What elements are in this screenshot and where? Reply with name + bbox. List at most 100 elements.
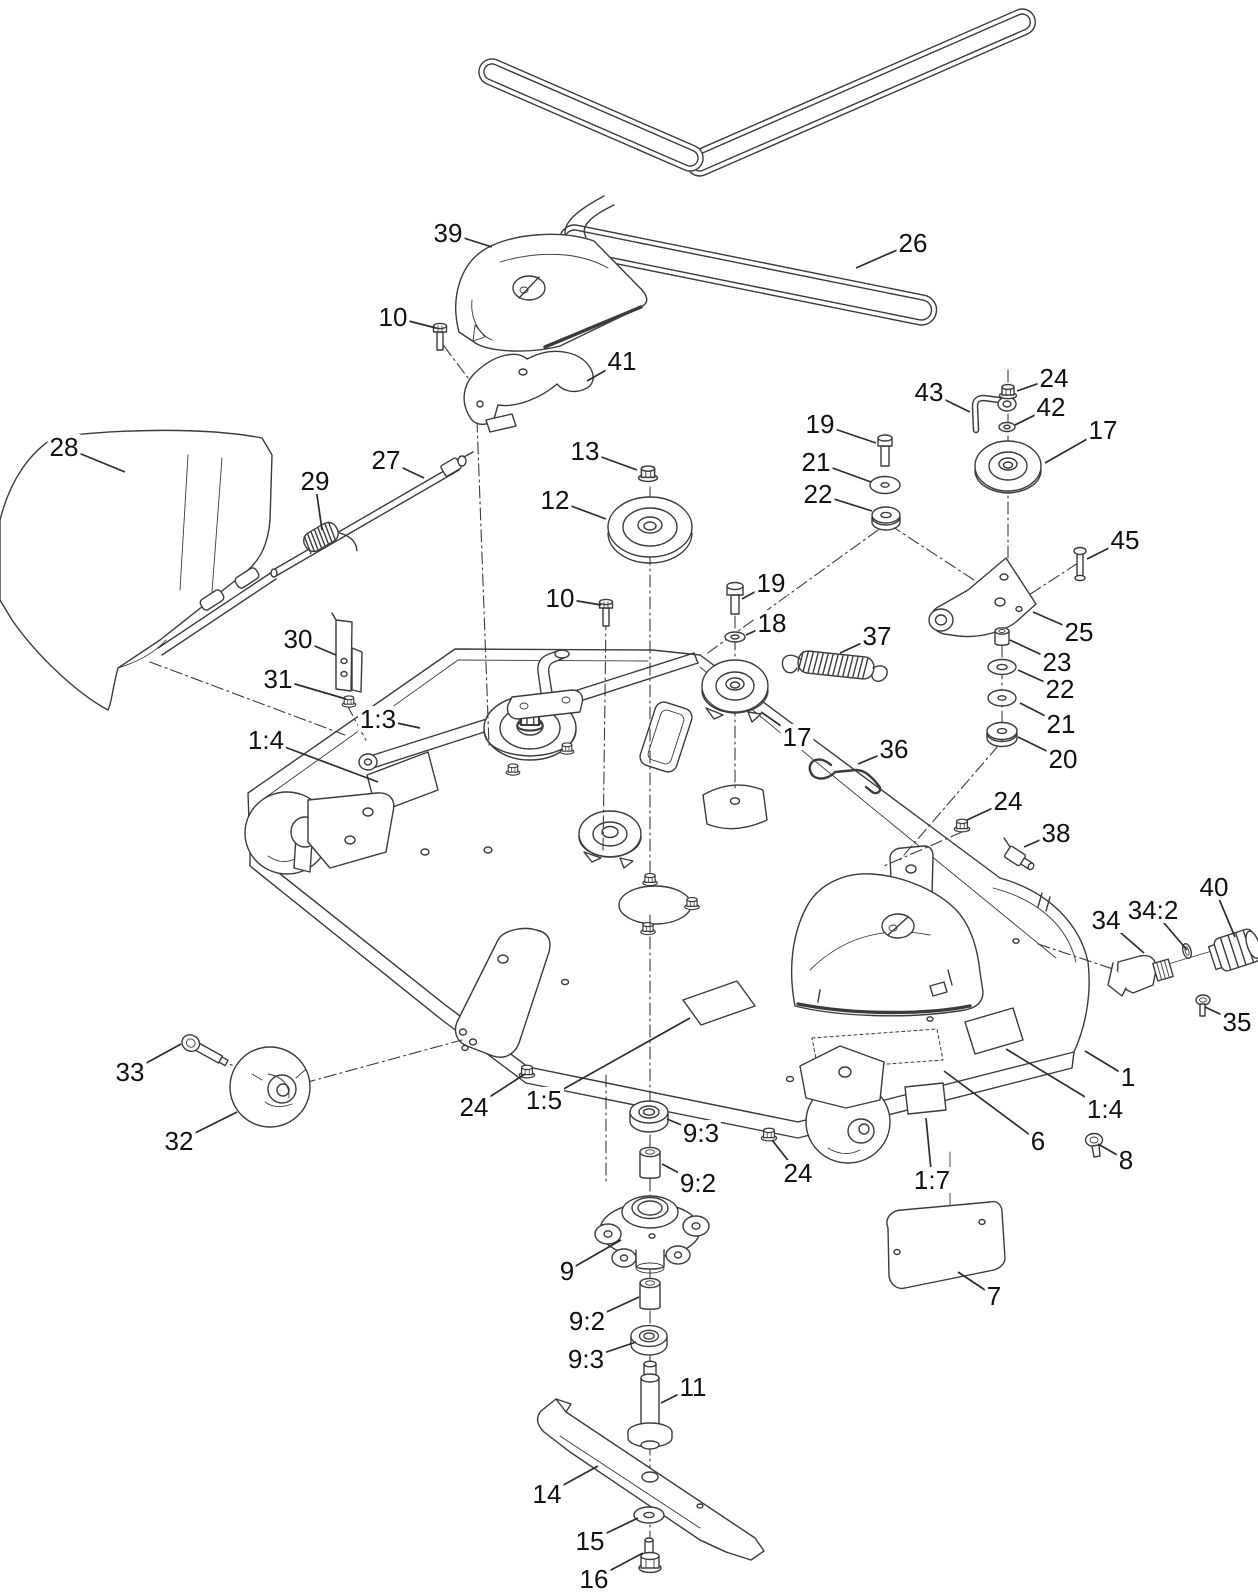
- belt-shield-7: [886, 1200, 1006, 1290]
- callout-label-28: 28: [47, 432, 81, 462]
- drive-belt: [478, 8, 1036, 326]
- deck-spindle-vent-tube: [506, 649, 584, 720]
- z-hook-43: [971, 394, 1017, 434]
- washer-15: [633, 1506, 665, 1524]
- callout-label-17: 17: [1086, 415, 1120, 445]
- callout-label-9: 9: [557, 1256, 577, 1286]
- chute-rod-27: [270, 451, 474, 578]
- callout-label-40: 40: [1197, 872, 1231, 902]
- callout-label-19: 19: [803, 409, 837, 439]
- leader-line-1-5: [543, 1017, 691, 1101]
- axle-bolt-33: [181, 1034, 229, 1067]
- washer-42: [998, 421, 1016, 433]
- shoulder-bolt-45: [1073, 546, 1087, 582]
- toro-logo-icon: [881, 913, 915, 939]
- idler-pulley-17-right: [974, 440, 1042, 494]
- callout-label-19: 19: [754, 568, 788, 598]
- callout-label-29: 29: [298, 466, 332, 496]
- callout-label-9-3: 9:3: [680, 1118, 722, 1148]
- washer-20: [986, 721, 1018, 748]
- callout-label-43: 43: [912, 377, 946, 407]
- belt-guide-bracket-30: [331, 612, 363, 693]
- pulley-12: [607, 496, 693, 564]
- callout-label-12: 12: [538, 485, 572, 515]
- extension-spring-37: [781, 650, 888, 682]
- callout-label-25: 25: [1062, 617, 1096, 647]
- callout-label-24: 24: [457, 1092, 491, 1122]
- saddle-bracket: [702, 784, 768, 830]
- torsion-spring-29: [303, 521, 358, 555]
- callout-label-20: 20: [1046, 744, 1080, 774]
- rear-wheel-assembly: [799, 1045, 891, 1164]
- callout-label-31: 31: [261, 664, 295, 694]
- callout-label-33: 33: [113, 1057, 147, 1087]
- blade-bolt-16: [638, 1537, 662, 1574]
- callout-label-24: 24: [991, 786, 1025, 816]
- callout-label-6: 6: [1028, 1126, 1048, 1156]
- caster-assembly-left: [244, 791, 395, 875]
- callout-label-23: 23: [1040, 647, 1074, 677]
- callout-label-42: 42: [1034, 392, 1068, 422]
- belt-cover: [455, 233, 648, 352]
- washer-21-lower: [987, 689, 1017, 707]
- decal-1-5: [682, 980, 756, 1026]
- blade-shaft-11: [627, 1360, 673, 1450]
- caster-wheel-32: [229, 1046, 311, 1128]
- bolt-19-right: [877, 434, 893, 467]
- callout-label-9-2: 9:2: [566, 1306, 608, 1336]
- callout-label-8: 8: [1116, 1145, 1136, 1175]
- callout-label-34: 34: [1089, 905, 1123, 935]
- idler-arm-bracket-41: [463, 350, 594, 433]
- leader-line-6: [943, 1070, 1039, 1142]
- idler-pulley-17-mid: [701, 659, 769, 723]
- decal-1-4-right: [964, 1007, 1024, 1055]
- callout-label-9-2: 9:2: [677, 1168, 719, 1198]
- callout-label-22: 22: [1043, 674, 1077, 704]
- washer-18: [724, 631, 746, 643]
- discharge-chute: [0, 429, 277, 711]
- callout-label-21: 21: [799, 447, 833, 477]
- callout-label-1-7: 1:7: [911, 1165, 953, 1195]
- callout-label-36: 36: [877, 734, 911, 764]
- callout-label-45: 45: [1108, 525, 1142, 555]
- callout-label-37: 37: [860, 621, 894, 651]
- hook-pin-36: [808, 758, 882, 795]
- callout-label-11: 11: [677, 1372, 709, 1402]
- callout-label-22: 22: [801, 479, 835, 509]
- callout-label-24: 24: [1037, 363, 1071, 393]
- callout-label-32: 32: [162, 1126, 196, 1156]
- callout-label-38: 38: [1039, 818, 1073, 848]
- callout-label-1-4: 1:4: [245, 725, 287, 755]
- grease-fitting-38: [1003, 837, 1035, 871]
- screw-8: [1084, 1132, 1104, 1158]
- callout-label-30: 30: [281, 624, 315, 654]
- callout-label-41: 41: [605, 346, 639, 376]
- decal-1-7: [904, 1082, 947, 1115]
- decal-6: [811, 1028, 944, 1070]
- toro-logo-icon: [512, 275, 546, 301]
- deck-idler-pulley: [578, 810, 642, 869]
- spindle-housing-9: [594, 1195, 710, 1274]
- callout-label-21: 21: [1044, 709, 1078, 739]
- callout-label-1-4: 1:4: [1084, 1094, 1126, 1124]
- callout-label-14: 14: [530, 1479, 564, 1509]
- callout-label-17: 17: [780, 722, 814, 752]
- callout-label-39: 39: [431, 218, 465, 248]
- spacer-23: [994, 627, 1010, 646]
- mower-deck: [247, 648, 1090, 1139]
- callout-label-24: 24: [781, 1158, 815, 1188]
- callout-label-13: 13: [568, 436, 602, 466]
- belt-pocket-bracket: [639, 701, 693, 773]
- callout-label-26: 26: [896, 228, 930, 258]
- callout-label-35: 35: [1220, 1007, 1254, 1037]
- bolt-19-mid: [726, 581, 744, 615]
- callout-label-1-3: 1:3: [357, 704, 399, 734]
- blade-14: [536, 1398, 765, 1561]
- callout-label-10: 10: [543, 583, 577, 613]
- callout-label-10: 10: [376, 302, 410, 332]
- washer-21-right: [869, 475, 901, 495]
- washer-22-lower: [987, 658, 1017, 676]
